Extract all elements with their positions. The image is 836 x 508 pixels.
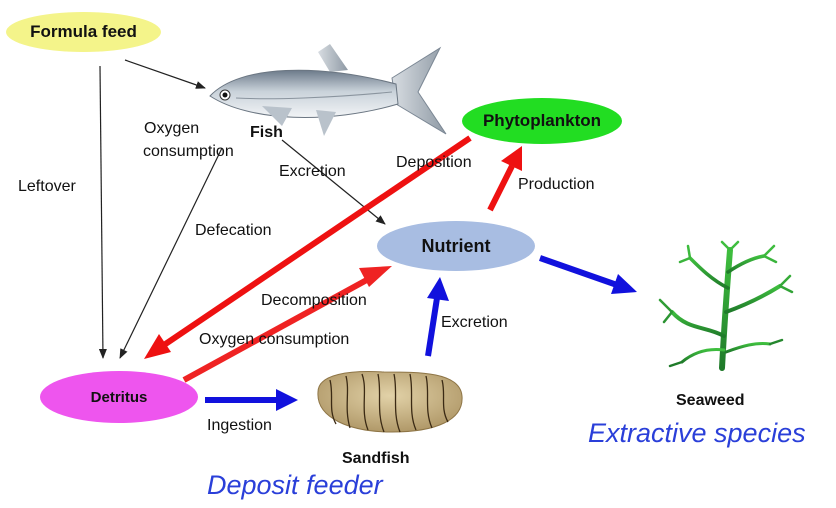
seaweed-label: Seaweed (676, 392, 744, 410)
arrow-detritus-ingestion (205, 389, 298, 411)
detritus-label: Detritus (91, 389, 148, 406)
production-label: Production (518, 176, 595, 194)
sandfish-illustration (318, 372, 462, 432)
oxygen-consumption-fish-line2: consumption (143, 143, 234, 161)
arrow-feed-to-fish (125, 60, 205, 88)
ingestion-label: Ingestion (207, 417, 272, 435)
nutrient-node: Nutrient (377, 221, 535, 271)
deposition-label: Deposition (396, 154, 472, 172)
extractive-species-label: Extractive species (588, 418, 806, 449)
detritus-node: Detritus (40, 371, 198, 423)
sandfish-label: Sandfish (342, 450, 410, 468)
fish-label: Fish (250, 124, 283, 142)
formula-feed-label: Formula feed (30, 22, 137, 42)
oxygen-consumption-detritus-label: Oxygen consumption (199, 331, 349, 349)
defecation-label: Defecation (195, 222, 272, 240)
arrow-fish-defecation (120, 148, 222, 358)
arrow-detritus-decomposition (184, 266, 392, 380)
seaweed-illustration (660, 242, 792, 368)
oxygen-consumption-fish-line1: Oxygen (144, 120, 199, 138)
excretion-fish-label: Excretion (279, 163, 346, 181)
leftover-label: Leftover (18, 178, 76, 196)
arrow-nutrient-to-seaweed (540, 258, 637, 294)
arrow-feed-leftover (100, 66, 103, 358)
nutrient-label: Nutrient (422, 236, 491, 257)
phytoplankton-node: Phytoplankton (462, 98, 622, 144)
phytoplankton-label: Phytoplankton (483, 111, 601, 131)
fish-illustration (210, 44, 446, 136)
decomposition-label: Decomposition (261, 292, 367, 310)
formula-feed-node: Formula feed (6, 12, 161, 52)
deposit-feeder-label: Deposit feeder (207, 470, 383, 501)
arrow-fish-excretion (282, 140, 385, 224)
excretion-sandfish-label: Excretion (441, 314, 508, 332)
